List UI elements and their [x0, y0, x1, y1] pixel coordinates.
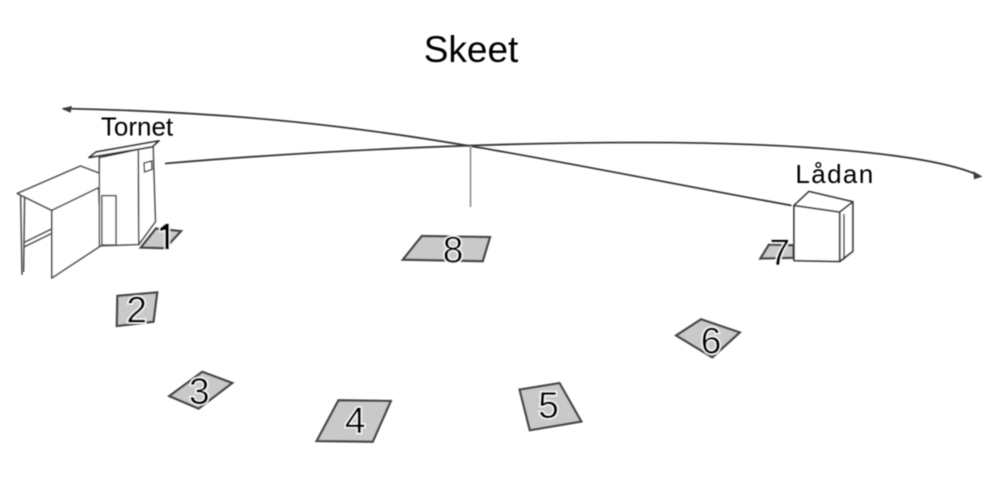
svg-text:Lådan: Lådan — [795, 159, 874, 189]
svg-text:Tornet: Tornet — [101, 112, 174, 142]
svg-text:4: 4 — [345, 400, 366, 441]
svg-text:Skeet: Skeet — [424, 29, 519, 70]
svg-text:5: 5 — [538, 385, 559, 426]
svg-text:3: 3 — [189, 371, 210, 412]
svg-text:8: 8 — [443, 229, 464, 270]
svg-text:6: 6 — [701, 321, 722, 362]
svg-text:7: 7 — [770, 232, 791, 273]
svg-text:2: 2 — [126, 289, 147, 330]
